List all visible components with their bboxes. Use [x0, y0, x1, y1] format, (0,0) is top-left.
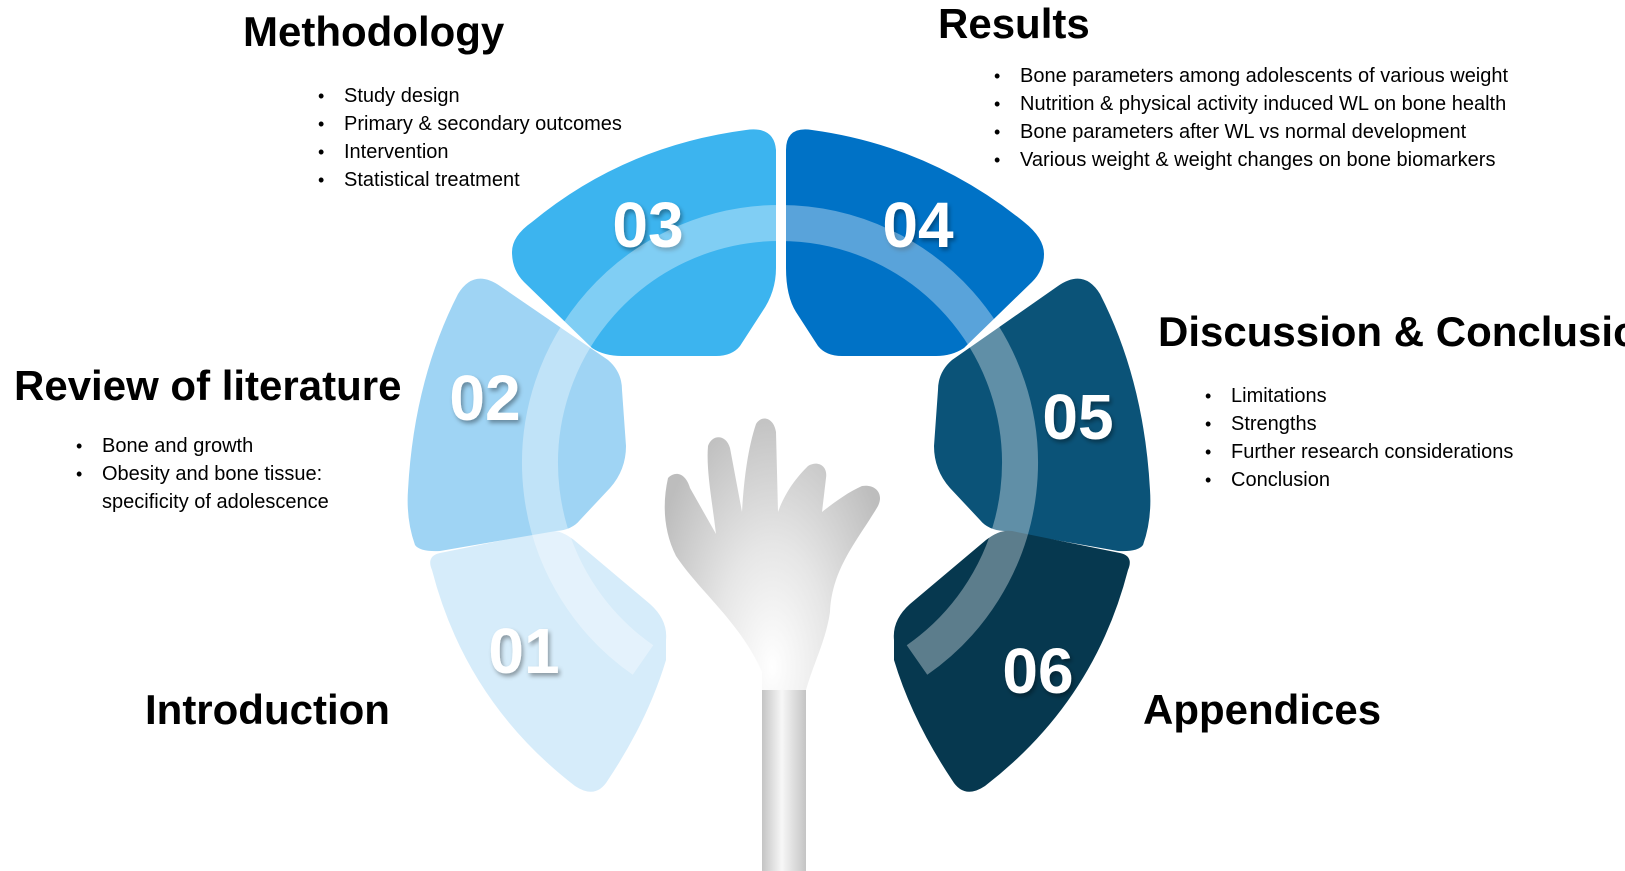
heading-introduction: Introduction	[145, 686, 390, 733]
segment-06-shape	[893, 530, 1130, 792]
segment-05-shape	[934, 278, 1151, 552]
hand-shape	[664, 418, 881, 871]
list-item: Bone and growth	[76, 432, 352, 460]
list-item: Primary & secondary outcomes	[318, 110, 622, 138]
segment-01: 01	[430, 530, 667, 792]
bullets-methodology: Study design Primary & secondary outcome…	[316, 82, 622, 194]
list-item: Further research considerations	[1205, 438, 1513, 466]
arm-shape	[762, 690, 806, 871]
list-item: Strengths	[1205, 410, 1513, 438]
segment-03-number: 03	[612, 189, 683, 261]
segment-04: 04	[786, 129, 1044, 356]
heading-methodology: Methodology	[243, 8, 505, 55]
segment-02-number: 02	[449, 362, 520, 434]
segment-02: 02	[407, 278, 626, 552]
heading-review-of-literature: Review of literature	[14, 362, 402, 409]
list-item: Study design	[318, 82, 622, 110]
list-item: Obesity and bone tissue: specificity of …	[76, 460, 352, 516]
list-item: Conclusion	[1205, 466, 1513, 494]
list-item: Intervention	[318, 138, 622, 166]
segment-06: 06	[893, 530, 1130, 792]
segment-03: 03	[512, 129, 776, 356]
segment-06-number: 06	[1002, 635, 1073, 707]
bullets-discussion-conclusion: Limitations Strengths Further research c…	[1203, 382, 1513, 494]
segment-01-number: 01	[488, 615, 559, 687]
heading-appendices: Appendices	[1143, 686, 1382, 733]
segment-01-shape	[430, 530, 667, 792]
bullets-results: Bone parameters among adolescents of var…	[992, 62, 1508, 174]
hand-illustration	[664, 418, 881, 871]
bullets-review-of-literature: Bone and growth Obesity and bone tissue:…	[74, 432, 352, 516]
segment-04-number: 04	[882, 189, 954, 261]
inner-arc-overlay	[522, 205, 1038, 675]
list-item: Bone parameters among adolescents of var…	[994, 62, 1508, 90]
list-item: Various weight & weight changes on bone …	[994, 146, 1508, 174]
heading-discussion-conclusion: Discussion & Conclusion	[1158, 308, 1625, 355]
list-item: Statistical treatment	[318, 166, 622, 194]
list-item: Nutrition & physical activity induced WL…	[994, 90, 1508, 118]
segment-04-shape	[786, 129, 1044, 356]
segment-03-shape	[512, 129, 776, 356]
list-item: Limitations	[1205, 382, 1513, 410]
segment-02-shape	[407, 278, 626, 552]
segment-05-number: 05	[1042, 381, 1113, 453]
list-item: Bone parameters after WL vs normal devel…	[994, 118, 1508, 146]
heading-results: Results	[938, 0, 1090, 47]
segment-05: 05	[934, 278, 1151, 552]
